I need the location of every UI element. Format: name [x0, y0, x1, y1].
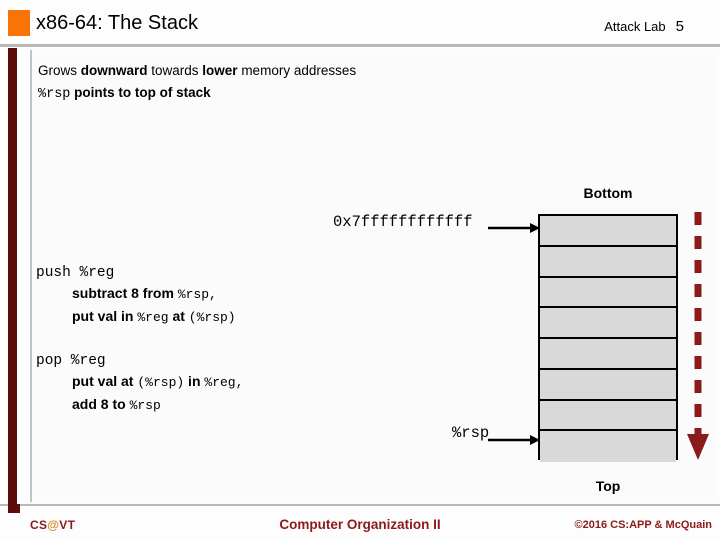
push-instruction-header: push %reg	[36, 263, 114, 281]
pop-description-line-2: add 8 to %rsp	[72, 396, 161, 413]
footer-copyright: ©2016 CS:APP & McQuain	[574, 519, 713, 531]
push-line1-register: %rsp,	[177, 287, 217, 302]
push-line2-register: %reg	[137, 310, 169, 325]
header-course-info: Attack Lab 5	[604, 18, 684, 35]
course-label: Attack Lab	[604, 19, 666, 34]
page-title: x86-64: The Stack	[36, 12, 198, 34]
bullet1-part3: memory addresses	[237, 63, 357, 78]
pop-line2-register: %rsp	[129, 398, 161, 413]
at-sign-icon: @	[47, 518, 60, 532]
bullet1-part2: towards	[147, 63, 203, 78]
push-line2-text-a: put val in	[72, 308, 138, 324]
pop-mnemonic: pop %reg	[36, 353, 106, 369]
address-pointer-arrow	[488, 223, 540, 233]
footer-accent-square	[8, 504, 20, 513]
push-line2-text-b: at	[168, 308, 189, 324]
stack-diagram	[538, 214, 678, 462]
bullet2-register: %rsp	[38, 87, 71, 102]
bullet1-part1: Grows	[38, 63, 81, 78]
stack-cell	[540, 216, 676, 247]
bullet2-bold-top: top	[134, 85, 156, 100]
pop-line1-text-b: in	[184, 373, 205, 389]
footer-brand: CS@VT	[30, 518, 75, 532]
footer-brand-post: VT	[59, 518, 76, 532]
stack-bottom-label: Bottom	[583, 185, 633, 201]
push-line1-text: subtract 8 from	[72, 285, 178, 301]
bullet1-bold-lower: lower	[202, 63, 238, 78]
pop-line1-text-a: put val at	[72, 373, 138, 389]
stack-cell	[540, 369, 676, 401]
bullet2-part2: of stack	[155, 85, 211, 100]
slide-number: 5	[675, 18, 684, 35]
stack-cell	[540, 431, 676, 462]
pop-description-line-1: put val at (%rsp) in %reg,	[72, 373, 243, 390]
footer-brand-pre: CS	[30, 518, 48, 532]
rsp-pointer-arrow	[488, 435, 540, 445]
pop-line1-register: %reg,	[204, 375, 244, 390]
stack-cell	[540, 277, 676, 309]
bullet-rsp-points-top: %rsp points to top of stack	[38, 85, 211, 102]
stack-cell	[540, 339, 676, 370]
push-description-line-2: put val in %reg at (%rsp)	[72, 308, 236, 325]
stack-top-label: Top	[595, 478, 621, 494]
footer-divider	[0, 504, 720, 506]
stack-top-address-label: 0x7ffffffffffff	[333, 213, 473, 231]
pop-instruction-header: pop %reg	[36, 351, 106, 369]
stack-growth-direction-arrow	[687, 212, 709, 460]
left-accent-bar	[8, 48, 17, 504]
stack-pointer-label: %rsp	[452, 424, 490, 442]
push-line2-memref: (%rsp)	[188, 310, 236, 325]
footer-course-title: Computer Organization II	[279, 517, 441, 532]
push-description-line-1: subtract 8 from %rsp,	[72, 285, 217, 302]
pop-line1-memref: (%rsp)	[137, 375, 185, 390]
bullet-grows-downward: Grows downward towards lower memory addr…	[38, 63, 356, 78]
pop-line2-text: add 8 to	[72, 396, 130, 412]
header-accent-square	[8, 10, 30, 36]
bullet1-bold-downward: downward	[80, 63, 148, 78]
stack-cell	[540, 400, 676, 432]
header-divider	[0, 44, 720, 47]
stack-cell	[540, 246, 676, 278]
stack-cell	[540, 308, 676, 339]
bullet2-part1: points to	[70, 85, 135, 100]
push-mnemonic: push %reg	[36, 265, 115, 281]
